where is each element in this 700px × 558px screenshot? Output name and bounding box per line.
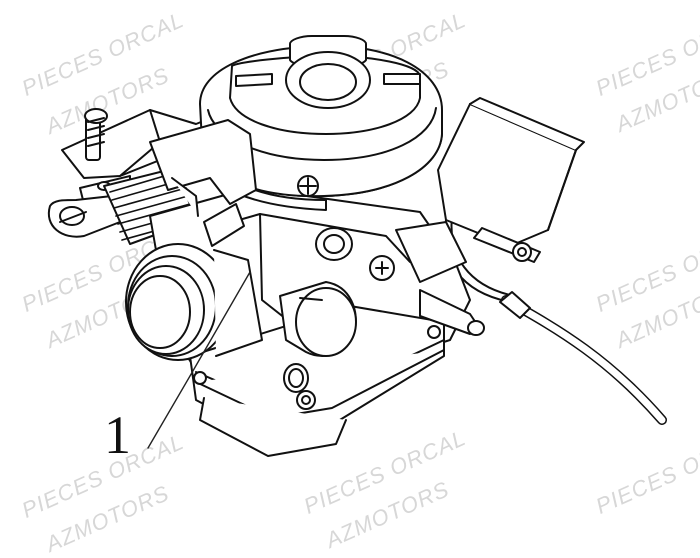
callout-leader-line — [147, 271, 251, 449]
carburetor-drawing — [47, 35, 667, 457]
idle-screw-housing — [279, 281, 357, 357]
cable-bracket — [61, 108, 223, 205]
throttle-cable-clip — [47, 195, 121, 238]
exploded-parts-diagram: PIECES ORCAL AZMOTORS PIECES ORCAL AZMOT… — [18, 7, 700, 557]
throttle-arm — [149, 119, 257, 247]
callout-number: 1 — [104, 405, 131, 465]
choke-cable — [444, 215, 667, 425]
auto-choke-unit — [437, 97, 585, 263]
side-fittings — [315, 221, 485, 336]
vacuum-chamber-cover — [199, 35, 443, 211]
intake-bore — [125, 243, 263, 361]
